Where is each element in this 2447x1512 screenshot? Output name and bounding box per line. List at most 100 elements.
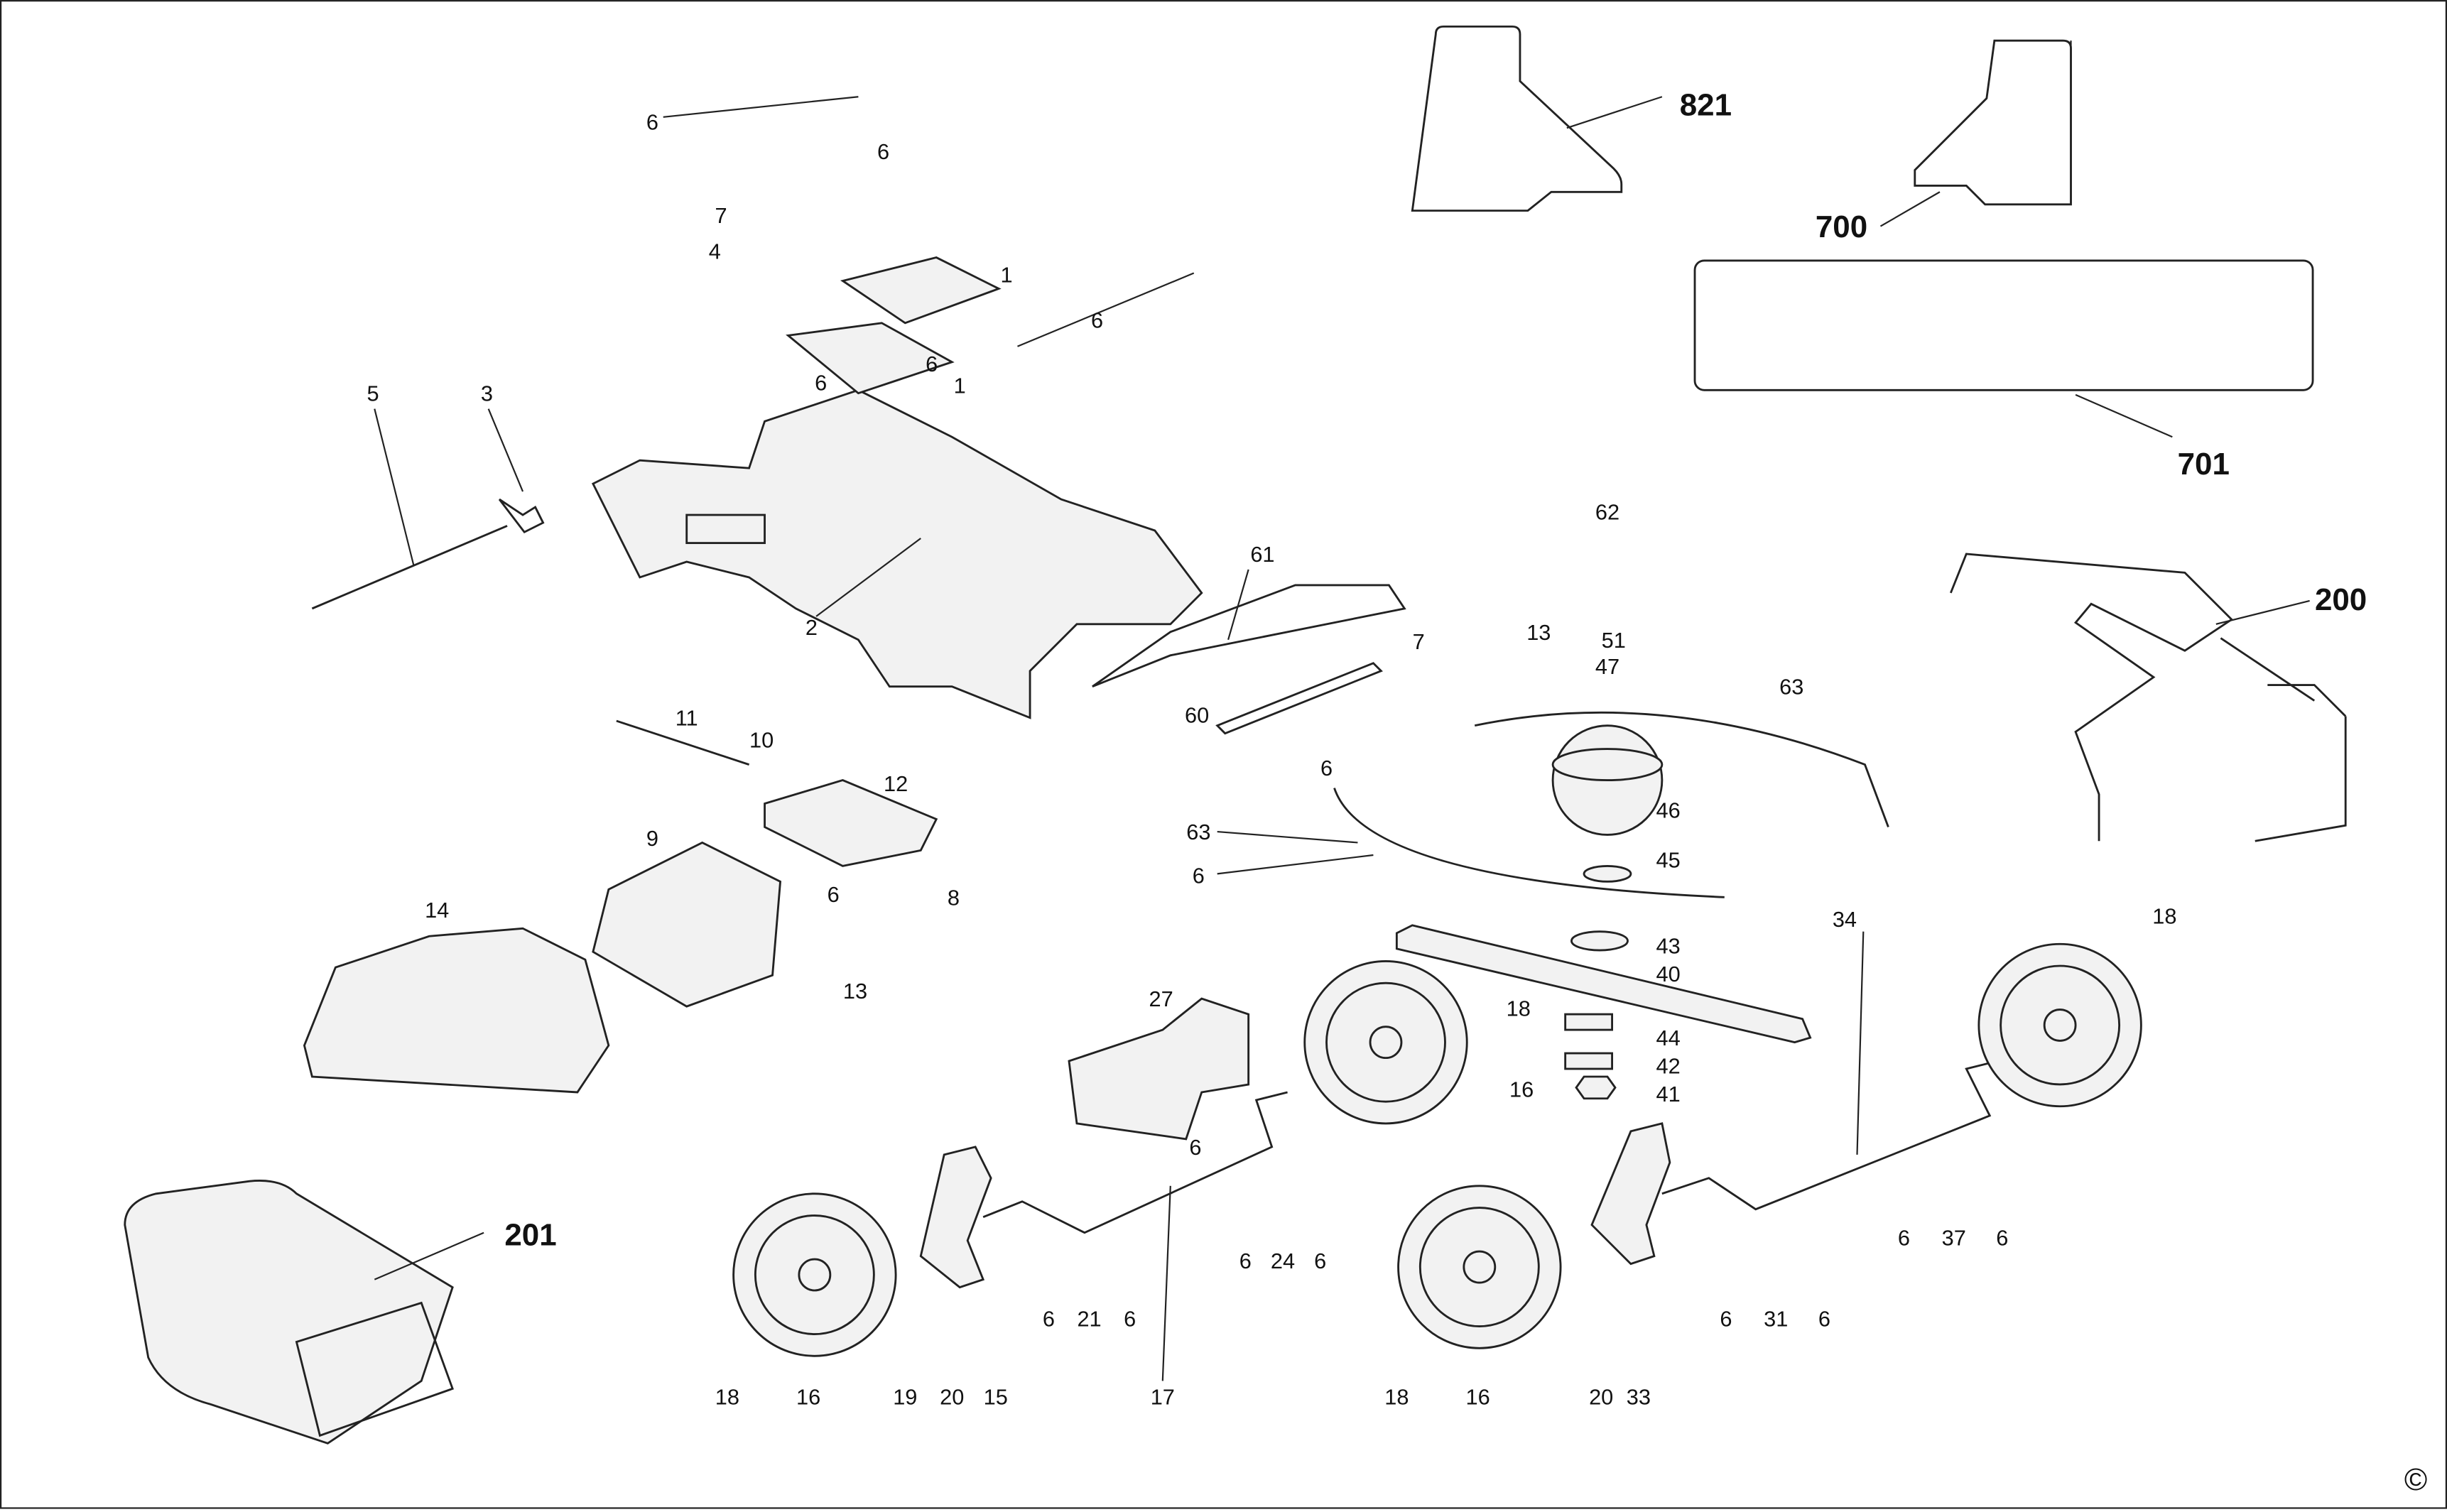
callout-24: 24 bbox=[1271, 1249, 1295, 1273]
callout-6: 6 bbox=[1996, 1225, 2008, 1250]
callout-19: 19 bbox=[893, 1384, 917, 1409]
callout-18: 18 bbox=[1384, 1384, 1409, 1409]
callout-6: 6 bbox=[1818, 1307, 1830, 1332]
callout-15: 15 bbox=[984, 1384, 1008, 1409]
callout-34: 34 bbox=[1833, 907, 1857, 932]
grass-bag bbox=[124, 1180, 454, 1445]
callout-33: 33 bbox=[1627, 1384, 1651, 1409]
height-lever bbox=[919, 1146, 992, 1289]
callout-200: 200 bbox=[2315, 582, 2367, 617]
blade bbox=[1395, 924, 1812, 1044]
callout-13: 13 bbox=[843, 979, 867, 1004]
callout-60: 60 bbox=[1185, 702, 1209, 727]
axle-cover bbox=[1068, 997, 1250, 1141]
callout-6: 6 bbox=[1043, 1307, 1055, 1332]
callout-20: 20 bbox=[940, 1384, 964, 1409]
callout-43: 43 bbox=[1656, 933, 1681, 958]
callout-9: 9 bbox=[646, 826, 658, 851]
callout-4: 4 bbox=[709, 239, 721, 264]
wheel bbox=[1977, 942, 2142, 1108]
spring bbox=[498, 498, 545, 534]
callout-6: 6 bbox=[1314, 1249, 1326, 1273]
callout-45: 45 bbox=[1656, 848, 1681, 873]
callout-63: 63 bbox=[1186, 820, 1210, 844]
callout-31: 31 bbox=[1764, 1307, 1788, 1332]
callout-17: 17 bbox=[1151, 1384, 1175, 1409]
callout-6: 6 bbox=[1193, 864, 1205, 888]
wheel bbox=[1303, 959, 1468, 1125]
callout-6: 6 bbox=[815, 370, 827, 395]
callout-42: 42 bbox=[1656, 1054, 1681, 1079]
callout-6: 6 bbox=[1320, 756, 1333, 781]
callout-61: 61 bbox=[1250, 542, 1274, 567]
callout-10: 10 bbox=[749, 727, 774, 752]
callout-18: 18 bbox=[1507, 996, 1531, 1021]
callout-14: 14 bbox=[425, 898, 449, 923]
callout-46: 46 bbox=[1656, 798, 1681, 822]
callout-700: 700 bbox=[1816, 210, 1867, 244]
mower-deck bbox=[591, 388, 1203, 719]
callout-6: 6 bbox=[877, 139, 889, 164]
callout-7: 7 bbox=[1413, 629, 1425, 654]
callout-3: 3 bbox=[481, 381, 493, 406]
callout-47: 47 bbox=[1595, 654, 1619, 679]
callout-18: 18 bbox=[2152, 904, 2176, 929]
callout-2: 2 bbox=[805, 615, 818, 640]
wheel bbox=[732, 1192, 897, 1357]
callout-16: 16 bbox=[1509, 1077, 1534, 1102]
callout-6: 6 bbox=[1898, 1225, 1910, 1250]
callout-821: 821 bbox=[1680, 88, 1732, 123]
label-701-shape bbox=[1693, 259, 2314, 391]
callout-6: 6 bbox=[1720, 1307, 1732, 1332]
callout-6: 6 bbox=[646, 109, 658, 134]
callout-13: 13 bbox=[1526, 620, 1551, 645]
callout-6: 6 bbox=[1124, 1307, 1136, 1332]
callout-701: 701 bbox=[2178, 447, 2230, 482]
callout-6: 6 bbox=[1189, 1135, 1201, 1160]
callout-1: 1 bbox=[1001, 263, 1013, 288]
callout-8: 8 bbox=[948, 885, 960, 910]
copyright-symbol: © bbox=[2404, 1462, 2427, 1497]
callout-6: 6 bbox=[828, 882, 840, 907]
rod bbox=[311, 525, 508, 610]
cover-plate bbox=[840, 256, 1002, 325]
callout-63: 63 bbox=[1779, 675, 1803, 700]
wheel bbox=[1397, 1185, 1562, 1349]
front-axle bbox=[982, 1091, 1288, 1234]
callout-20: 20 bbox=[1589, 1384, 1613, 1409]
baffle-strip bbox=[1333, 788, 1725, 898]
callout-7: 7 bbox=[715, 203, 727, 228]
callout-18: 18 bbox=[715, 1384, 739, 1409]
height-lever bbox=[1590, 1122, 1671, 1266]
callout-6: 6 bbox=[926, 352, 938, 376]
callout-41: 41 bbox=[1656, 1082, 1681, 1106]
callout-44: 44 bbox=[1656, 1026, 1681, 1050]
callout-6: 6 bbox=[1239, 1249, 1252, 1273]
callout-40: 40 bbox=[1656, 962, 1681, 986]
callout-16: 16 bbox=[1466, 1384, 1490, 1409]
leader-lines bbox=[374, 96, 2310, 1381]
callout-201: 201 bbox=[504, 1217, 556, 1252]
callout-5: 5 bbox=[367, 381, 379, 406]
callout-51: 51 bbox=[1602, 628, 1626, 653]
callout-21: 21 bbox=[1077, 1307, 1101, 1332]
label-700-shape bbox=[1914, 39, 2072, 206]
grass-bag-frame bbox=[1950, 553, 2347, 842]
plate bbox=[1092, 584, 1406, 688]
label-821-shape bbox=[1411, 25, 1623, 212]
callout-1: 1 bbox=[954, 374, 966, 398]
callout-6: 6 bbox=[1091, 308, 1103, 332]
bracket bbox=[764, 779, 938, 867]
chute bbox=[592, 841, 782, 1008]
baffle-strip bbox=[1474, 711, 1889, 827]
callout-16: 16 bbox=[796, 1384, 820, 1409]
callout-37: 37 bbox=[1942, 1225, 1966, 1250]
callout-27: 27 bbox=[1149, 986, 1173, 1011]
rear-flap bbox=[303, 927, 610, 1094]
cover-plate bbox=[786, 322, 955, 395]
callout-12: 12 bbox=[884, 771, 908, 796]
rear-axle bbox=[1661, 1060, 1998, 1211]
